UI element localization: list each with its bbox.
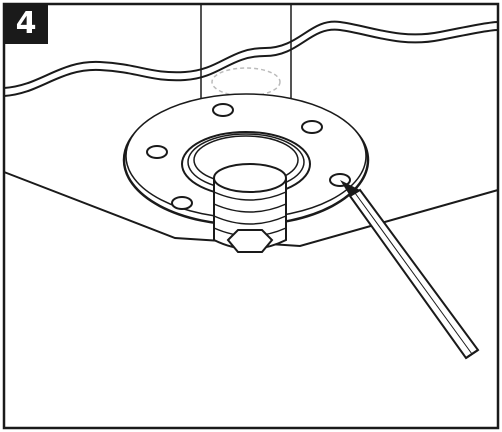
pencil-marker-icon bbox=[340, 180, 480, 360]
bolt-hole bbox=[301, 120, 323, 134]
bolt-hole bbox=[171, 196, 193, 210]
hidden-bore-outline bbox=[211, 67, 281, 97]
wavy-edge-inner bbox=[3, 28, 499, 97]
bolt-hole bbox=[212, 103, 234, 117]
hex-bolt-icon bbox=[213, 163, 287, 253]
step-number-badge: 4 bbox=[4, 4, 48, 44]
wavy-edge-outer bbox=[3, 20, 499, 89]
bolt-hole bbox=[146, 145, 168, 159]
